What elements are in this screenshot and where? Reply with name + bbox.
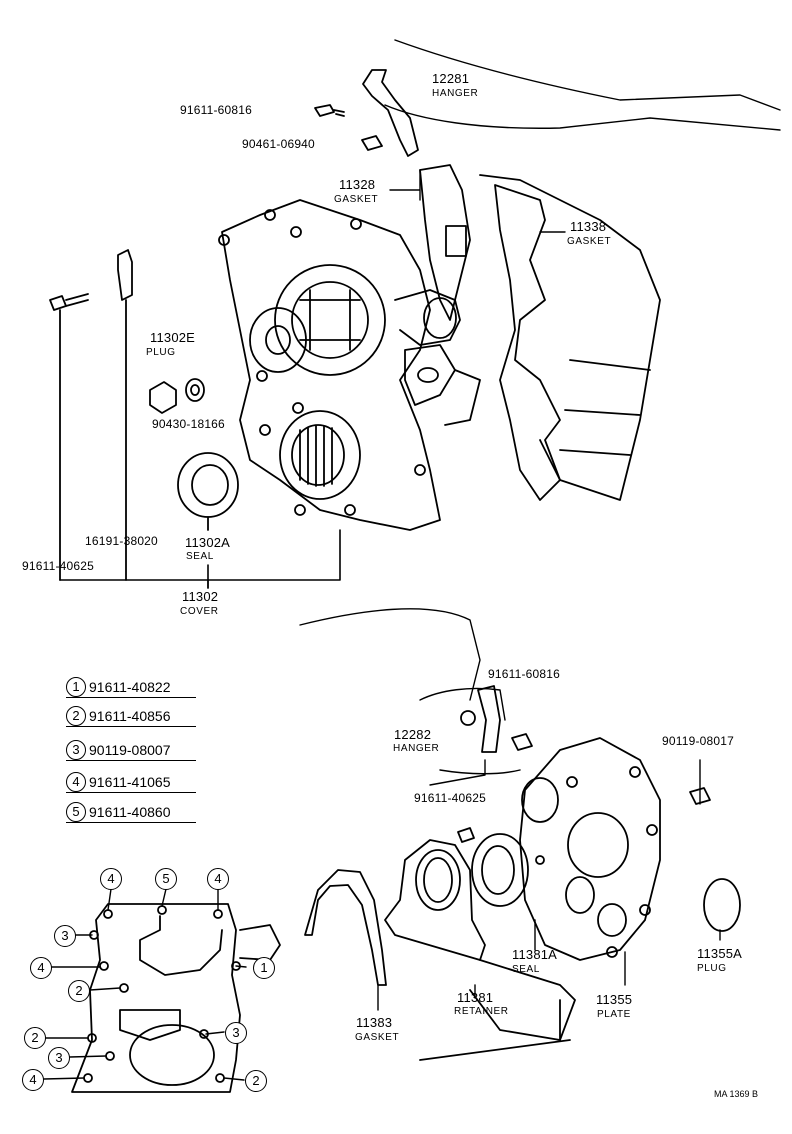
callout-1: 1	[253, 957, 275, 979]
legend-row-1: 1 91611-40822	[66, 677, 196, 698]
seal-rear-name: SEAL	[512, 964, 540, 975]
legend-row-3: 3 90119-08007	[66, 740, 196, 761]
callout-4: 4	[22, 1069, 44, 1091]
callout-4: 4	[30, 957, 52, 979]
retainer-name: RETAINER	[454, 1006, 509, 1017]
bolt-hanger-lower-label: 91611-60816	[488, 667, 561, 681]
plug-rear-name: PLUG	[697, 963, 727, 974]
legend-code: 91611-41065	[89, 774, 171, 790]
seal-part: 11302A	[185, 535, 231, 550]
legend-row-4: 4 91611-41065	[66, 772, 196, 793]
cover-name: COVER	[180, 606, 219, 617]
callout-2: 2	[24, 1027, 46, 1049]
hanger-lower-part: 12282	[394, 727, 432, 742]
plug-rear-part: 11355A	[697, 946, 743, 961]
legend-number: 3	[66, 740, 86, 760]
bolt-plate-label: 90119-08017	[662, 734, 735, 748]
gasket-rear-part: 11383	[356, 1015, 393, 1030]
legend-number: 2	[66, 706, 86, 726]
gasket-rear-name: GASKET	[355, 1032, 400, 1043]
legend-number: 1	[66, 677, 86, 697]
callout-4: 4	[207, 868, 229, 890]
legend-number: 5	[66, 802, 86, 822]
bolt-retainer-label: 91611-40625	[414, 791, 487, 805]
legend-code: 90119-08007	[89, 742, 171, 758]
bolt-2-label: 90461-06940	[242, 137, 315, 151]
bolt-hanger-upper-label: 91611-60816	[180, 103, 253, 117]
plug-part: 11302E	[150, 330, 196, 345]
legend-code: 91611-40856	[89, 708, 171, 724]
hanger-upper-part: 12281	[432, 71, 470, 86]
plug-name: PLUG	[146, 347, 176, 358]
plate-name: PLATE	[597, 1009, 631, 1020]
pin-label: 16191-38020	[85, 534, 158, 548]
callout-2: 2	[245, 1070, 267, 1092]
callout-2: 2	[68, 980, 90, 1002]
seal-rear-part: 11381A	[512, 947, 558, 962]
callout-5: 5	[155, 868, 177, 890]
gasket-a-name: GASKET	[334, 194, 379, 205]
legend-code: 91611-40860	[89, 804, 171, 820]
gasket-b-part: 11338	[570, 219, 607, 234]
hanger-lower-name: HANGER	[393, 743, 440, 754]
legend-row-5: 5 91611-40860	[66, 802, 196, 823]
gasket-b-name: GASKET	[567, 236, 612, 247]
callout-3: 3	[48, 1047, 70, 1069]
drawing-stamp: MA 1369 B	[714, 1089, 759, 1099]
callout-4: 4	[100, 868, 122, 890]
retainer-part: 11381	[457, 990, 494, 1005]
gasket-plug-label: 90430-18166	[152, 417, 225, 431]
plate-part: 11355	[596, 992, 633, 1007]
legend-row-2: 2 91611-40856	[66, 706, 196, 727]
legend-number: 4	[66, 772, 86, 792]
cover-part: 11302	[182, 589, 219, 604]
gasket-a-part: 11328	[339, 177, 376, 192]
callout-3: 3	[225, 1022, 247, 1044]
seal-name: SEAL	[186, 551, 214, 562]
callout-3: 3	[54, 925, 76, 947]
bolt-cover-label: 91611-40625	[22, 559, 95, 573]
legend-code: 91611-40822	[89, 679, 171, 695]
hanger-upper-name: HANGER	[432, 88, 479, 99]
